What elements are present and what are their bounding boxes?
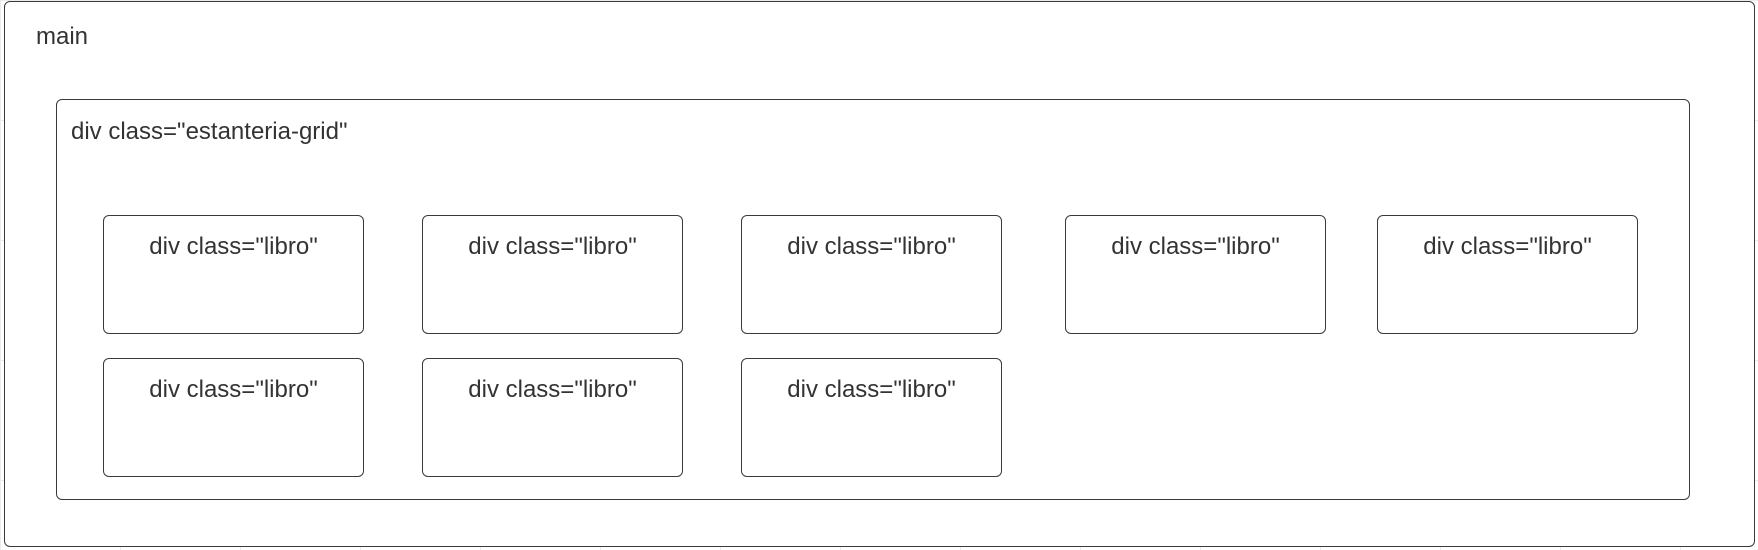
libro-label: div class="libro" [468,233,637,260]
libro-label: div class="libro" [468,376,637,403]
estanteria-grid-label: div class="estanteria-grid" [71,118,348,145]
libro-box-2: div class="libro" [422,215,683,334]
main-container: main div class="estanteria-grid" div cla… [4,1,1755,547]
libro-label: div class="libro" [149,376,318,403]
libro-label: div class="libro" [149,233,318,260]
libro-box-4: div class="libro" [1065,215,1326,334]
libro-label: div class="libro" [1423,233,1592,260]
main-label: main [36,23,89,50]
libro-box-1: div class="libro" [103,215,364,334]
libro-box-8: div class="libro" [741,358,1002,477]
libro-box-3: div class="libro" [741,215,1002,334]
libro-box-6: div class="libro" [103,358,364,477]
libro-label: div class="libro" [787,376,956,403]
estanteria-grid-container: div class="estanteria-grid" div class="l… [56,99,1690,500]
libro-label: div class="libro" [1111,233,1280,260]
libro-box-7: div class="libro" [422,358,683,477]
libro-label: div class="libro" [787,233,956,260]
libro-box-5: div class="libro" [1377,215,1638,334]
